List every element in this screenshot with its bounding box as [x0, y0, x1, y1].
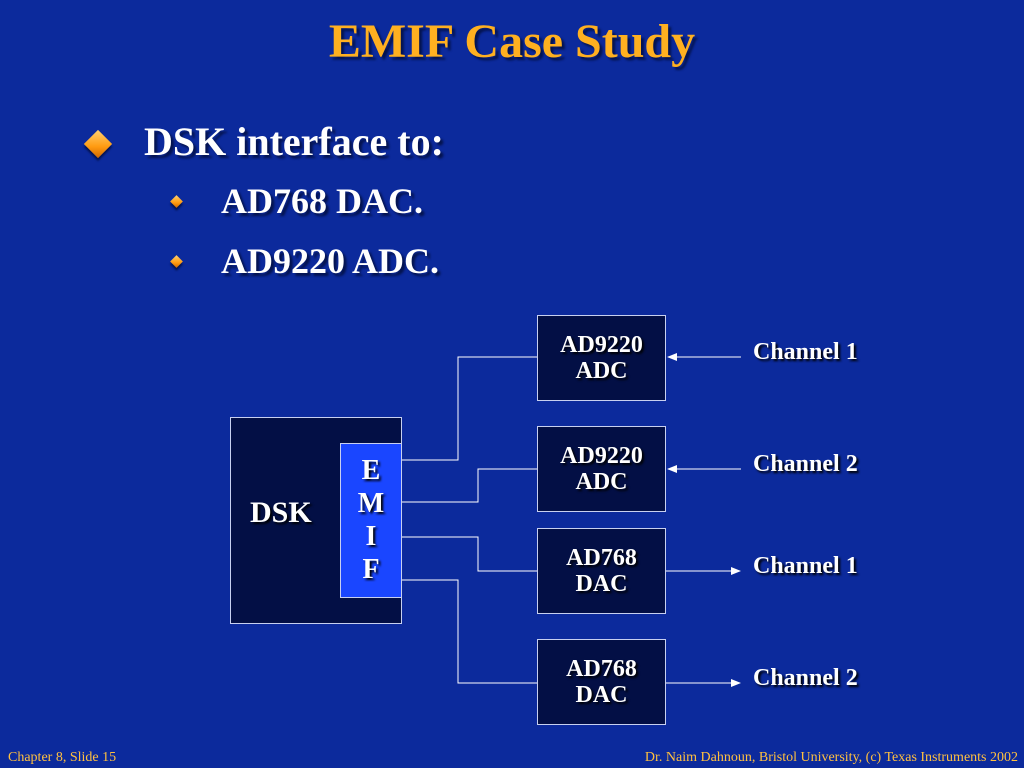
wire-emif-adc1: [402, 356, 537, 461]
bullet-text: AD9220 ADC.: [221, 241, 440, 281]
dac-block-2: AD768 DAC: [537, 639, 666, 725]
dac-block-1: AD768 DAC: [537, 528, 666, 614]
adc-block-2: AD9220 ADC: [537, 426, 666, 512]
device-part: AD9220: [560, 332, 643, 358]
device-type: ADC: [575, 358, 628, 384]
bullet-text: AD768 DAC.: [221, 181, 423, 221]
device-type: ADC: [575, 469, 628, 495]
emif-letter: F: [362, 554, 380, 585]
device-part: AD768: [566, 656, 637, 682]
wire-emif-dac1: [402, 536, 537, 572]
footer-credit: Dr. Naim Dahnoun, Bristol University, (c…: [644, 750, 1018, 765]
footer-slide-number: Chapter 8, Slide 15: [8, 750, 117, 765]
emif-letter: I: [365, 521, 377, 552]
device-type: DAC: [575, 682, 628, 708]
bullet-text: DSK interface to:: [144, 119, 444, 164]
adc-block-1: AD9220 ADC: [537, 315, 666, 401]
device-type: DAC: [575, 571, 628, 597]
device-part: AD768: [566, 545, 637, 571]
emif-letter: E: [361, 455, 381, 486]
wire-emif-dac2: [402, 579, 537, 684]
channel-label: Channel 1: [753, 339, 858, 365]
channel-label: Channel 2: [753, 451, 858, 477]
channel-label: Channel 2: [753, 665, 858, 691]
channel-label: Channel 1: [753, 553, 858, 579]
bullet-level2: AD9220 ADC.: [170, 240, 440, 282]
bullet-level1: DSK interface to:: [83, 118, 444, 165]
wire-emif-adc2: [402, 468, 537, 503]
bullet-level2: AD768 DAC.: [170, 180, 423, 222]
slide-title: EMIF Case Study: [328, 15, 696, 68]
emif-letter: M: [357, 488, 385, 519]
device-part: AD9220: [560, 443, 643, 469]
dsk-label: DSK: [250, 496, 312, 529]
emif-block: [340, 443, 402, 598]
